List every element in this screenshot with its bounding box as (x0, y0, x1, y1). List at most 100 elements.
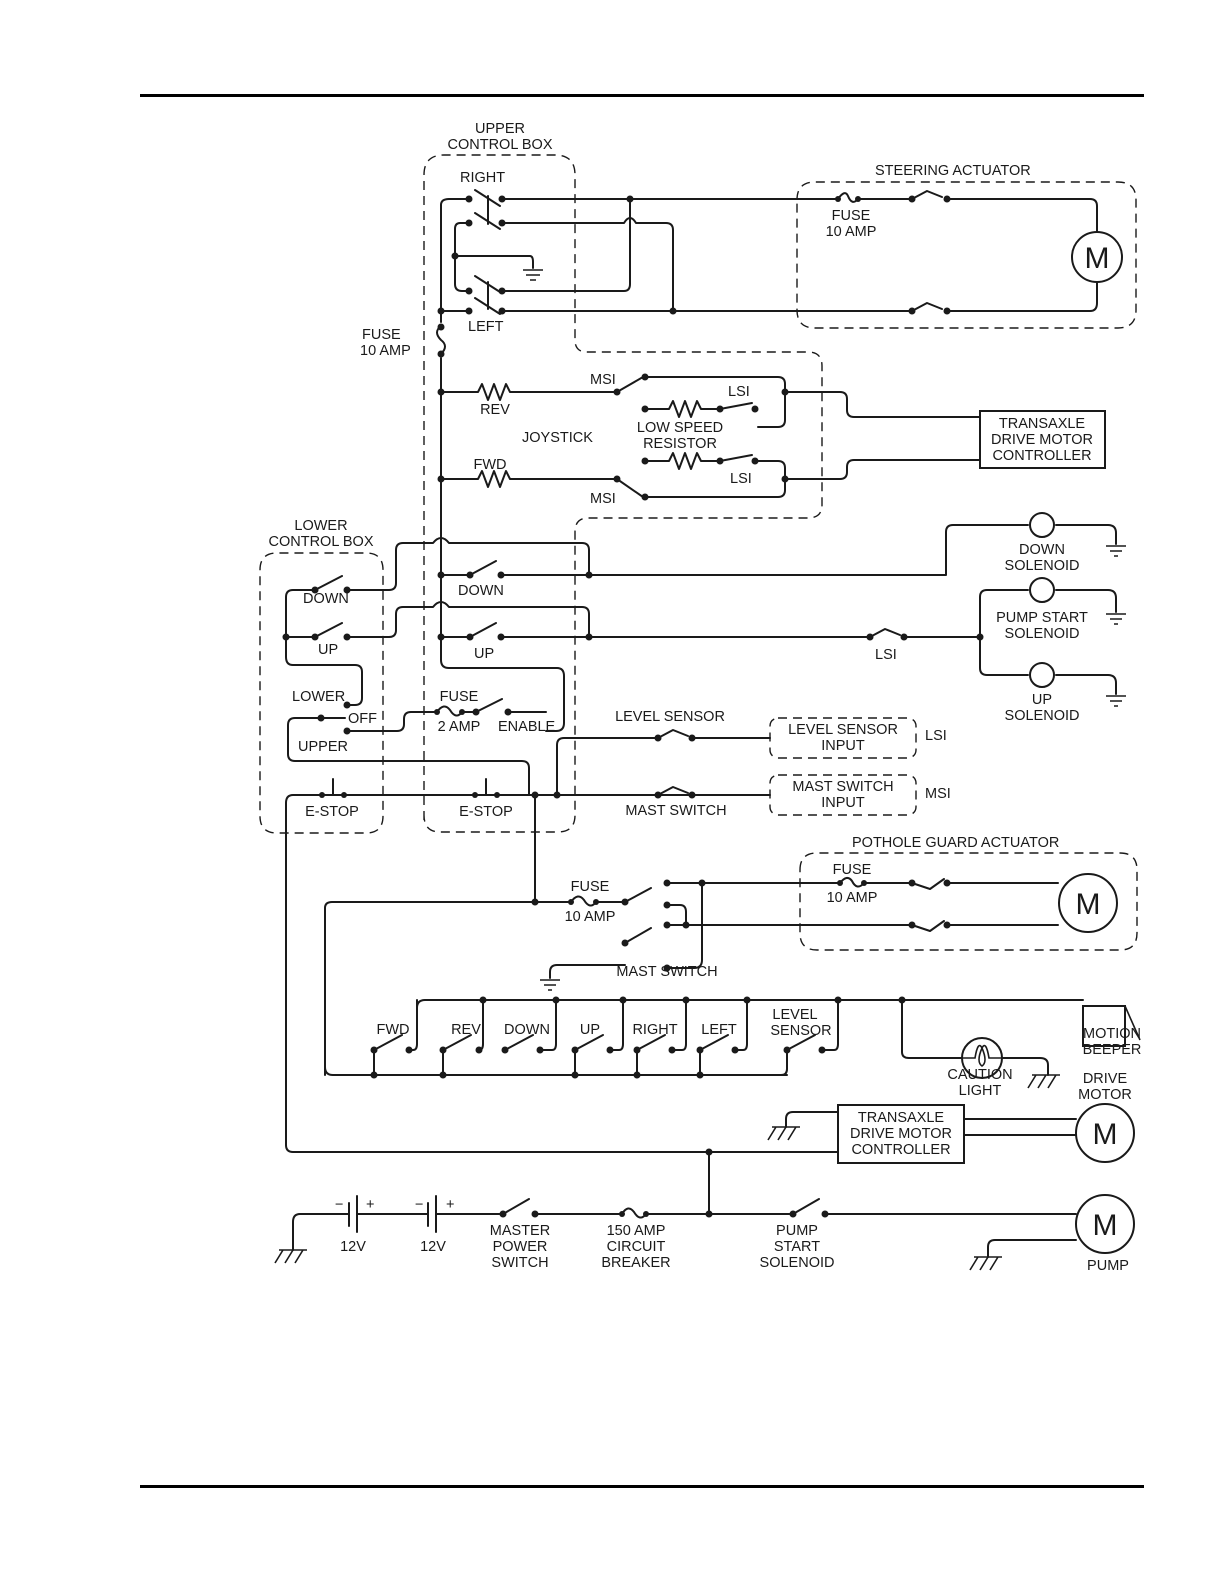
bank-switch-drop (780, 1049, 788, 1076)
low-speed-resistors (644, 400, 753, 470)
lamp-filament (962, 1044, 1002, 1067)
transaxle-label-2: DRIVE MOTOR (991, 432, 1093, 448)
drive-motor-letter: M (1093, 1118, 1118, 1151)
pump-sol-label-2: START (774, 1239, 820, 1255)
chassis-ground-icon (767, 1126, 800, 1141)
key-upper-label: UPPER (298, 739, 348, 755)
battery1-label: 12V (340, 1239, 366, 1255)
level-input-label-1: LEVEL SENSOR (788, 722, 898, 738)
bank-rev-label: REV (451, 1022, 481, 1038)
fwd-label: FWD (473, 457, 506, 473)
lower-control-box: LOWER CONTROL BOX DOWN UP LOWER OFF UPPE… (259, 518, 771, 1146)
drive-motor-label-2: MOTOR (1078, 1087, 1132, 1103)
limit-switch-symbols (911, 190, 943, 312)
bank-junction (479, 996, 487, 1004)
pothole-guard: POTHOLE GUARD ACTUATOR FUSE 10 AMP FUSE … (324, 835, 1138, 1076)
right-switch-label: RIGHT (460, 170, 505, 186)
sensor-inputs: LEVEL SENSOR MAST SWITCH LEVEL SENSOR IN… (615, 709, 951, 819)
enable-label: ENABLE (498, 719, 556, 735)
bank-left-label: LEFT (701, 1022, 737, 1038)
drive-section: DRIVE MOTOR TRANSAXLE DRIVE MOTOR CONTRO… (285, 1071, 1135, 1215)
bank-switch-riser (609, 999, 624, 1051)
level-input-label-2: INPUT (821, 738, 865, 754)
bank-switch-riser (734, 999, 748, 1051)
pothole-feed-fuse-label-1: FUSE (571, 879, 610, 895)
alarms: CAUTION LIGHT CAUTION MOTION MOTION BEEP… (837, 996, 1141, 1099)
joystick-title: JOYSTICK (522, 430, 593, 446)
upper-up-label: UP (474, 646, 494, 662)
bank-right-label: RIGHT (632, 1022, 677, 1038)
msi-bottom-label: MSI (590, 491, 616, 507)
lsi-bottom-label: LSI (730, 471, 752, 487)
left-switch-label: LEFT (468, 319, 504, 335)
steering-motor-icon (1071, 231, 1123, 283)
bank-switch-blade (574, 1034, 604, 1051)
up-solenoid-icon (1029, 662, 1055, 688)
upper-estop-label: E-STOP (459, 804, 513, 820)
motion-beeper-label-1: MOTION (1083, 1026, 1141, 1042)
msi-top-label: MSI (590, 372, 616, 388)
lower-estop-label: E-STOP (305, 804, 359, 820)
msi-tag: MSI (925, 786, 951, 802)
fuse-2a-label-1: FUSE (440, 689, 479, 705)
breaker-label-3: BREAKER (601, 1255, 670, 1271)
transaxle-label-1: TRANSAXLE (999, 416, 1086, 432)
down-solenoid-label-2: SOLENOID (1005, 558, 1080, 574)
up-pump-solenoid-wires (500, 589, 1117, 695)
upper-fuse-label-1: FUSE (362, 327, 401, 343)
bank-switch-blade (442, 1034, 472, 1051)
bank-junction (552, 996, 560, 1004)
master-switch-label-2: POWER (493, 1239, 548, 1255)
drive-motor-icon (1075, 1103, 1135, 1163)
switch-bank-labels: FWD REV DOWN UP RIGHT LEFT LEVEL SENSOR (376, 1007, 831, 1039)
steering-actuator-outline (796, 181, 1137, 329)
lower-box-lift-wiring (285, 537, 590, 706)
bank-level-label-2: SENSOR (770, 1023, 831, 1039)
lower-box-title-2: CONTROL BOX (268, 534, 373, 550)
bank-switch-blade (699, 1034, 729, 1051)
pump-motor-icon (1075, 1194, 1135, 1254)
bank-junction (370, 1071, 378, 1079)
battery-icons (348, 1195, 437, 1233)
bank-junction (619, 996, 627, 1004)
upper-control-box: UPPER CONTROL BOX FUSE 10 AMP RIGHT LEFT (360, 121, 913, 833)
rev-label: REV (480, 402, 510, 418)
joystick-resistors (440, 383, 615, 488)
upper-fuse-label-2: 10 AMP (360, 343, 411, 359)
battery1-plus: + (366, 1197, 374, 1213)
pump-sol-label-3: SOLENOID (760, 1255, 835, 1271)
master-switch-label-3: SWITCH (491, 1255, 548, 1271)
bank-junction (682, 996, 690, 1004)
low-speed-resistor-label-1: LOW SPEED (637, 420, 723, 436)
lower-down-up-switches (314, 575, 343, 638)
steering-actuator-title: STEERING ACTUATOR (875, 163, 1031, 179)
bank-switch-riser (539, 999, 557, 1051)
bank-junction (743, 996, 751, 1004)
lsi-limit-switch (869, 628, 901, 638)
bank-junction (633, 1071, 641, 1079)
pothole-motor-icon (1058, 873, 1118, 933)
pump-solenoid-label-2: SOLENOID (1005, 626, 1080, 642)
bank-down-label: DOWN (504, 1022, 550, 1038)
dpdt-switch-blades (474, 189, 501, 315)
steering-switch-wiring (440, 198, 534, 312)
lsi-solenoid-label: LSI (875, 647, 897, 663)
bank-junction (696, 1071, 704, 1079)
low-speed-resistor-label-2: RESISTOR (643, 436, 717, 452)
bank-switch-riser (478, 999, 484, 1051)
lsi-top-label: LSI (728, 384, 750, 400)
mast-input-label-1: MAST SWITCH (792, 779, 893, 795)
power-section: − + − + 12V 12V MASTER POWER SWITCH 150 … (274, 1194, 1135, 1274)
mast-input-label-2: INPUT (821, 795, 865, 811)
pothole-feed-fuse-label-2: 10 AMP (565, 909, 616, 925)
bank-junction (571, 1071, 579, 1079)
battery1-minus: − (335, 1197, 343, 1213)
drive-motor-label-1: DRIVE (1083, 1071, 1128, 1087)
bank-switch-blade (636, 1034, 666, 1051)
ground-icon (523, 269, 543, 281)
steering-actuator-wiring (837, 192, 1098, 312)
bank-junction (439, 1071, 447, 1079)
pothole-guard-title: POTHOLE GUARD ACTUATOR (852, 835, 1059, 851)
upper-bus-wire (440, 204, 565, 732)
pothole-mast-switch-label: MAST SWITCH (616, 964, 717, 980)
